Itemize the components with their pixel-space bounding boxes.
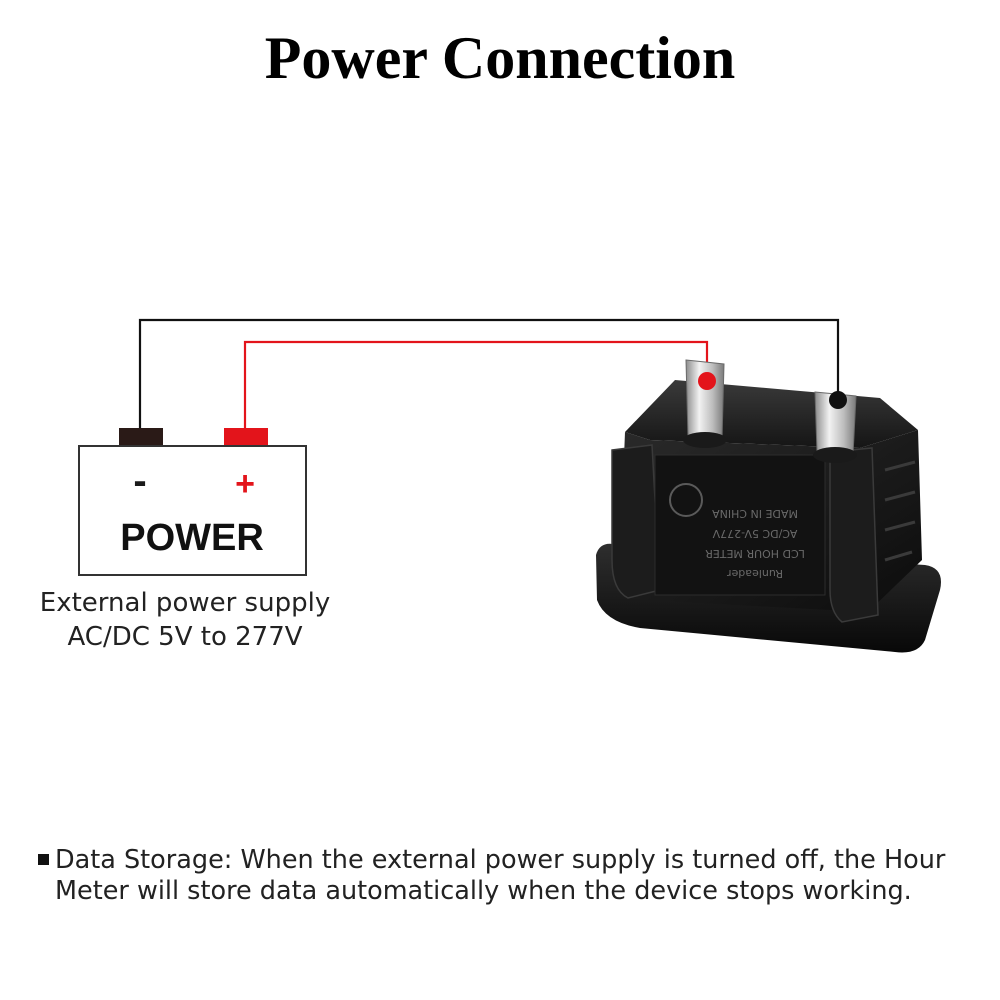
- hour-meter-device: Runleader LCD HOUR METER AC/DC 5V-277V M…: [596, 359, 941, 653]
- device-label-line-4: MADE IN CHINA: [712, 507, 798, 520]
- negative-connection-dot: [829, 391, 847, 409]
- positive-connection-dot: [698, 372, 716, 390]
- supply-caption-line-2: AC/DC 5V to 277V: [67, 622, 303, 652]
- negative-wire: [138, 318, 840, 430]
- power-supply: - + POWER: [78, 428, 307, 576]
- device-label-line-1: Runleader: [727, 567, 783, 580]
- supply-caption-line-1: External power supply: [39, 588, 331, 618]
- right-side-ridges: [884, 460, 916, 562]
- supply-caption: External power supply AC/DC 5V to 277V: [18, 586, 352, 654]
- device-top: [625, 380, 918, 448]
- note-line-1-text: Data Storage: When the external power su…: [55, 845, 946, 875]
- negative-terminal: [119, 428, 163, 446]
- data-storage-note: Data Storage: When the external power su…: [38, 845, 968, 907]
- positive-device-terminal: [683, 359, 727, 448]
- note-line-1: Data Storage: When the external power su…: [38, 845, 968, 876]
- positive-terminal: [224, 428, 268, 446]
- positive-symbol: +: [235, 465, 255, 503]
- positive-wire: [243, 340, 709, 430]
- left-latch: [611, 444, 661, 599]
- bullet-square-icon: [38, 854, 49, 865]
- device-label-line-3: AC/DC 5V-277V: [712, 527, 797, 540]
- power-label: POWER: [120, 517, 264, 559]
- negative-symbol: -: [133, 459, 146, 503]
- device-label-panel: [654, 454, 826, 596]
- power-supply-box: [78, 445, 307, 576]
- device-label-line-2: LCD HOUR METER: [705, 547, 805, 560]
- certification-mark: [669, 483, 703, 517]
- negative-device-terminal: [813, 391, 857, 463]
- note-line-2: Meter will store data automatically when…: [55, 876, 912, 906]
- right-latch: [829, 447, 879, 623]
- page-title: Power Connection: [264, 25, 736, 91]
